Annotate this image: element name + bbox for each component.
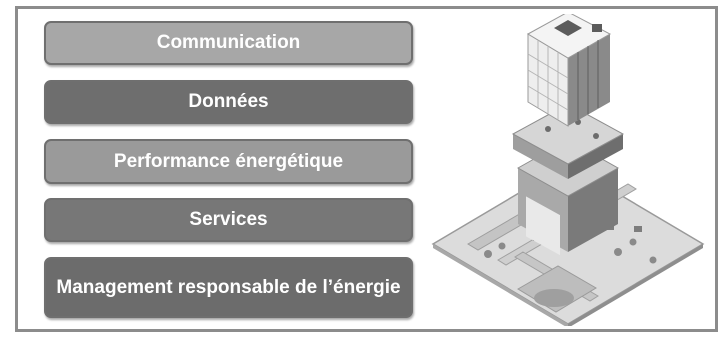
bar-management-energie: Management responsable de l’énergie (44, 257, 413, 318)
bar-communication: Communication (44, 21, 413, 65)
smart-building-illustration-icon (431, 14, 705, 326)
bar-label-performance-energetique: Performance énergétique (113, 150, 344, 172)
bar-label-services: Services (189, 209, 268, 230)
bar-donnees: Données (44, 80, 413, 124)
bar-services: Services (44, 198, 413, 242)
bar-label-communication: Communication (156, 32, 301, 53)
bar-label-management-energie: Management responsable de l’énergie (56, 276, 401, 298)
bar-performance-energetique: Performance énergétique (44, 139, 413, 184)
bar-label-donnees: Données (188, 91, 269, 112)
